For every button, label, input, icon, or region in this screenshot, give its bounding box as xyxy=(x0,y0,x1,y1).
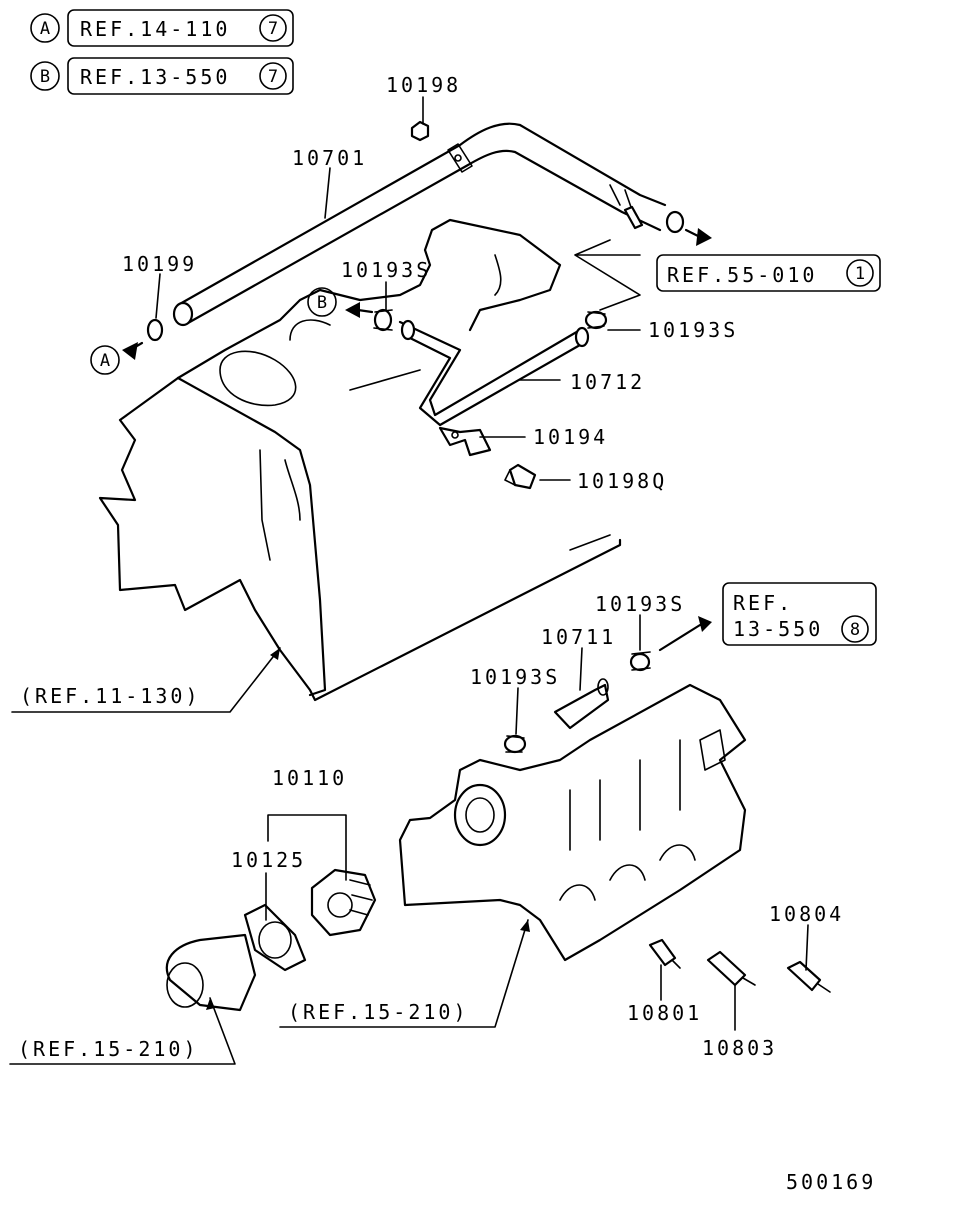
ref-13-550-num: 7 xyxy=(268,67,278,87)
arrow-to-ref-55-010 xyxy=(684,228,712,246)
ref-13-550-text: REF.13-550 xyxy=(80,65,230,89)
water-pipe-10701[interactable] xyxy=(172,122,685,327)
bracket-10194[interactable] xyxy=(438,426,492,457)
marker-a-label: A xyxy=(40,19,50,39)
gasket[interactable] xyxy=(243,903,307,972)
marker-a-text: A xyxy=(100,351,110,371)
sensor-10804[interactable] xyxy=(786,960,831,993)
ref-13-550-8-line2: 13-550 xyxy=(733,617,823,641)
ref-box-b[interactable]: B REF.13-550 7 xyxy=(30,57,294,95)
label-10711: 10711 xyxy=(541,625,616,649)
arrow-to-b xyxy=(345,302,374,318)
sensor-10803[interactable] xyxy=(706,950,756,987)
ref-15-210-left-label[interactable]: (REF.15-210) xyxy=(18,1037,199,1061)
ref-15-210-center-label[interactable]: (REF.15-210) xyxy=(288,1000,469,1024)
label-10193s-low: 10193S xyxy=(470,665,560,689)
bolt-10198q[interactable] xyxy=(504,463,537,490)
label-10199: 10199 xyxy=(122,252,197,276)
label-10193s-top: 10193S xyxy=(341,258,431,282)
ref-55-010-num: 1 xyxy=(855,264,865,284)
marker-b-label: B xyxy=(40,67,50,87)
ref-11-130-label[interactable]: (REF.11-130) xyxy=(20,684,201,708)
clamp-10193s-top[interactable] xyxy=(373,308,393,332)
diagram-id: 500169 xyxy=(786,1170,876,1194)
label-10193s-right: 10193S xyxy=(648,318,738,342)
label-10194: 10194 xyxy=(533,425,608,449)
ref-13-550-8-line1: REF. xyxy=(733,591,793,615)
sensor-10801[interactable] xyxy=(648,938,681,969)
marker-b[interactable]: B xyxy=(307,287,337,317)
label-10803: 10803 xyxy=(702,1036,777,1060)
clamp-10193s-mid[interactable] xyxy=(629,651,651,672)
hose-10711[interactable] xyxy=(553,678,610,730)
ref-box-a[interactable]: A REF.14-110 7 xyxy=(30,9,294,47)
thermostat-10125[interactable] xyxy=(310,868,377,937)
hose-10712[interactable] xyxy=(398,319,590,427)
leader-lines xyxy=(9,96,809,1065)
arrow-to-ref-13-550-8 xyxy=(658,616,712,652)
intake-manifold-drawing xyxy=(398,683,747,962)
label-10801: 10801 xyxy=(627,1001,702,1025)
ref-14-110-text: REF.14-110 xyxy=(80,17,230,41)
arrow-to-a xyxy=(122,341,144,360)
label-10712: 10712 xyxy=(570,370,645,394)
water-inlet[interactable] xyxy=(165,933,257,1012)
label-10198: 10198 xyxy=(386,73,461,97)
marker-b-text: B xyxy=(317,293,327,313)
ref-box-55-010[interactable]: REF.55-010 1 xyxy=(656,254,881,292)
label-10701: 10701 xyxy=(292,146,367,170)
marker-a[interactable]: A xyxy=(90,345,120,375)
label-10198q: 10198Q xyxy=(577,469,667,493)
label-10125: 10125 xyxy=(231,848,306,872)
clamp-10193s-low[interactable] xyxy=(503,734,527,754)
label-10804: 10804 xyxy=(769,902,844,926)
engine-block-drawing xyxy=(98,218,622,702)
ref-13-550-8-num: 8 xyxy=(850,620,860,640)
label-10193s-mid: 10193S xyxy=(595,592,685,616)
ref-55-010-text: REF.55-010 xyxy=(667,263,817,287)
ref-14-110-num: 7 xyxy=(268,19,278,39)
ref-box-13-550-8[interactable]: REF. 13-550 8 xyxy=(722,582,877,646)
o-ring-10199[interactable] xyxy=(146,318,164,342)
bolt-10198[interactable] xyxy=(410,120,430,142)
clamp-10193s-right[interactable] xyxy=(584,310,608,330)
label-10110: 10110 xyxy=(272,766,347,790)
